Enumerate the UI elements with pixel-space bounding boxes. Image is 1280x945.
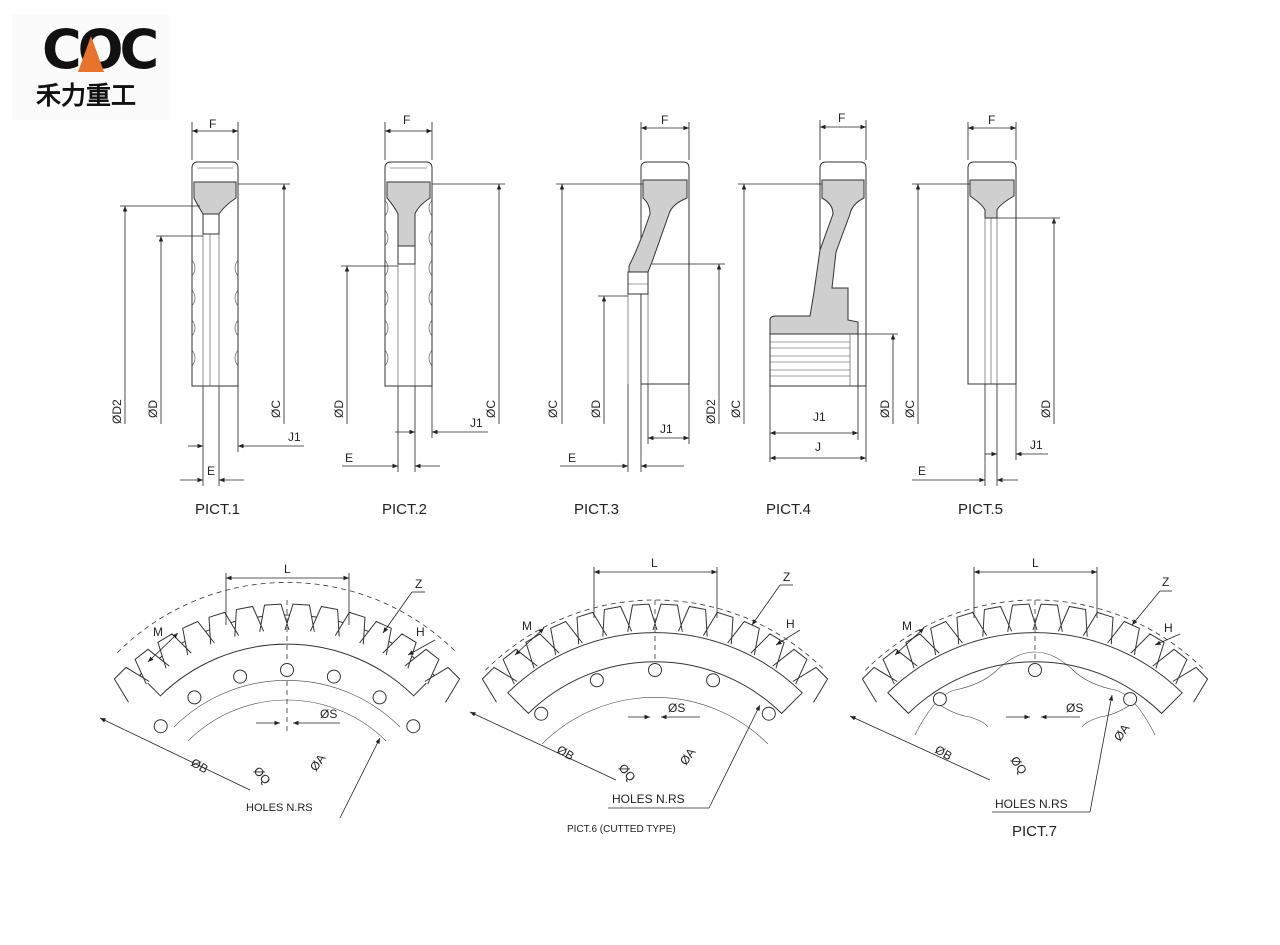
pict3-figure (556, 122, 725, 472)
pict7-label-s: ØS (668, 701, 685, 715)
pict8-holes-label: HOLES N.RS (995, 797, 1068, 811)
pict3-label-c: ØC (546, 400, 560, 418)
pict8-label-q: ØQ (1008, 754, 1030, 777)
pict4-label-j: J (815, 440, 821, 454)
pict7-holes-label: HOLES N.RS (612, 792, 685, 806)
pict1-label-d: ØD (146, 400, 160, 418)
pict8-label-h: H (1164, 621, 1173, 635)
sprocket3-figure (849, 567, 1209, 813)
logo-triangle-icon (78, 36, 104, 72)
pict3-label-j1: J1 (660, 422, 673, 436)
pict3-label-e: E (568, 451, 576, 465)
pict7-caption: PICT.6 (CUTTED TYPE) (567, 824, 676, 835)
pict5-label-e: E (918, 464, 926, 478)
bolt-hole (326, 669, 341, 684)
pict3-caption: PICT.3 (574, 501, 619, 518)
pict4-label-d: ØD (878, 400, 892, 418)
pict2-caption: PICT.2 (382, 501, 427, 518)
bolt-hole (372, 690, 387, 705)
pict8-label-a: ØA (1111, 721, 1132, 743)
pict3-label-d2: ØD2 (704, 399, 718, 424)
pict2-label-d: ØD (332, 400, 346, 418)
pict8-label-s: ØS (1066, 701, 1083, 715)
pict7-label-q: ØQ (616, 761, 639, 784)
pict2-label-c: ØC (484, 400, 498, 418)
pict2-label-f: F (403, 113, 410, 127)
pict5-label-c: ØC (903, 400, 917, 418)
pict5-label-f: F (988, 113, 995, 127)
pict8-label-l: L (1032, 556, 1039, 570)
pict6-label-l: L (284, 562, 291, 576)
pict6-label-b: ØB (189, 755, 211, 776)
pict6-label-q: ØQ (251, 764, 274, 787)
pict6-label-h: H (416, 625, 425, 639)
pict6-label-z: Z (415, 577, 422, 591)
bolt-hole (589, 673, 604, 688)
pict1-caption: PICT.1 (195, 501, 240, 518)
pict6-label-a: ØA (307, 751, 328, 773)
pict5-caption: PICT.5 (958, 501, 1003, 518)
pict7-label-l: L (651, 556, 658, 570)
pict2-label-j1: J1 (470, 416, 483, 430)
bolt-hole (932, 692, 947, 707)
pict5-label-d: ØD (1039, 400, 1053, 418)
pict7-label-z: Z (783, 570, 790, 584)
pict6-label-s: ØS (320, 707, 337, 721)
pict1-label-e: E (207, 464, 215, 478)
pict7-label-a: ØA (677, 745, 698, 767)
bolt-hole (706, 673, 721, 688)
pict1-label-c: ØC (269, 400, 283, 418)
pict1-label-d2: ØD2 (110, 399, 124, 424)
pict5-figure (912, 122, 1060, 486)
pict8-label-z: Z (1162, 575, 1169, 589)
bolt-hole (280, 663, 294, 677)
bolt-hole (1028, 663, 1042, 677)
pict8-caption: PICT.7 (1012, 823, 1057, 840)
pict7-label-m: M (522, 619, 532, 633)
pict4-label-c: ØC (729, 400, 743, 418)
pict6-label-m: M (153, 625, 163, 639)
pict4-figure (738, 120, 898, 462)
pict1-label-f: F (209, 117, 216, 131)
company-logo: COC 禾力重工 (12, 14, 170, 120)
pict1-figure (120, 122, 304, 486)
pict5-label-j1: J1 (1030, 438, 1043, 452)
pict3-label-f: F (661, 113, 668, 127)
bolt-hole (187, 690, 202, 705)
pict4-label-f: F (838, 111, 845, 125)
pict6-caption: HOLES N.RS (246, 802, 313, 814)
bolt-hole (1123, 692, 1138, 707)
bolt-hole (534, 706, 549, 721)
bolt-hole (233, 669, 248, 684)
pict3-label-d: ØD (589, 400, 603, 418)
pict8-label-m: M (902, 619, 912, 633)
pict1-label-j1: J1 (288, 430, 301, 444)
pict4-caption: PICT.4 (766, 501, 811, 518)
sprocket1-figure (99, 573, 461, 819)
pict4-label-j1: J1 (813, 410, 826, 424)
pict7-label-h: H (786, 617, 795, 631)
bolt-hole (153, 719, 168, 734)
logo-chinese-text: 禾力重工 (36, 81, 137, 110)
pict2-label-e: E (345, 451, 353, 465)
bolt-hole (761, 706, 776, 721)
pict2-figure (341, 122, 505, 472)
pict8-label-b: ØB (933, 742, 955, 763)
bolt-hole (648, 663, 662, 677)
bolt-hole (406, 719, 421, 734)
sprocket2-figure (469, 567, 829, 809)
